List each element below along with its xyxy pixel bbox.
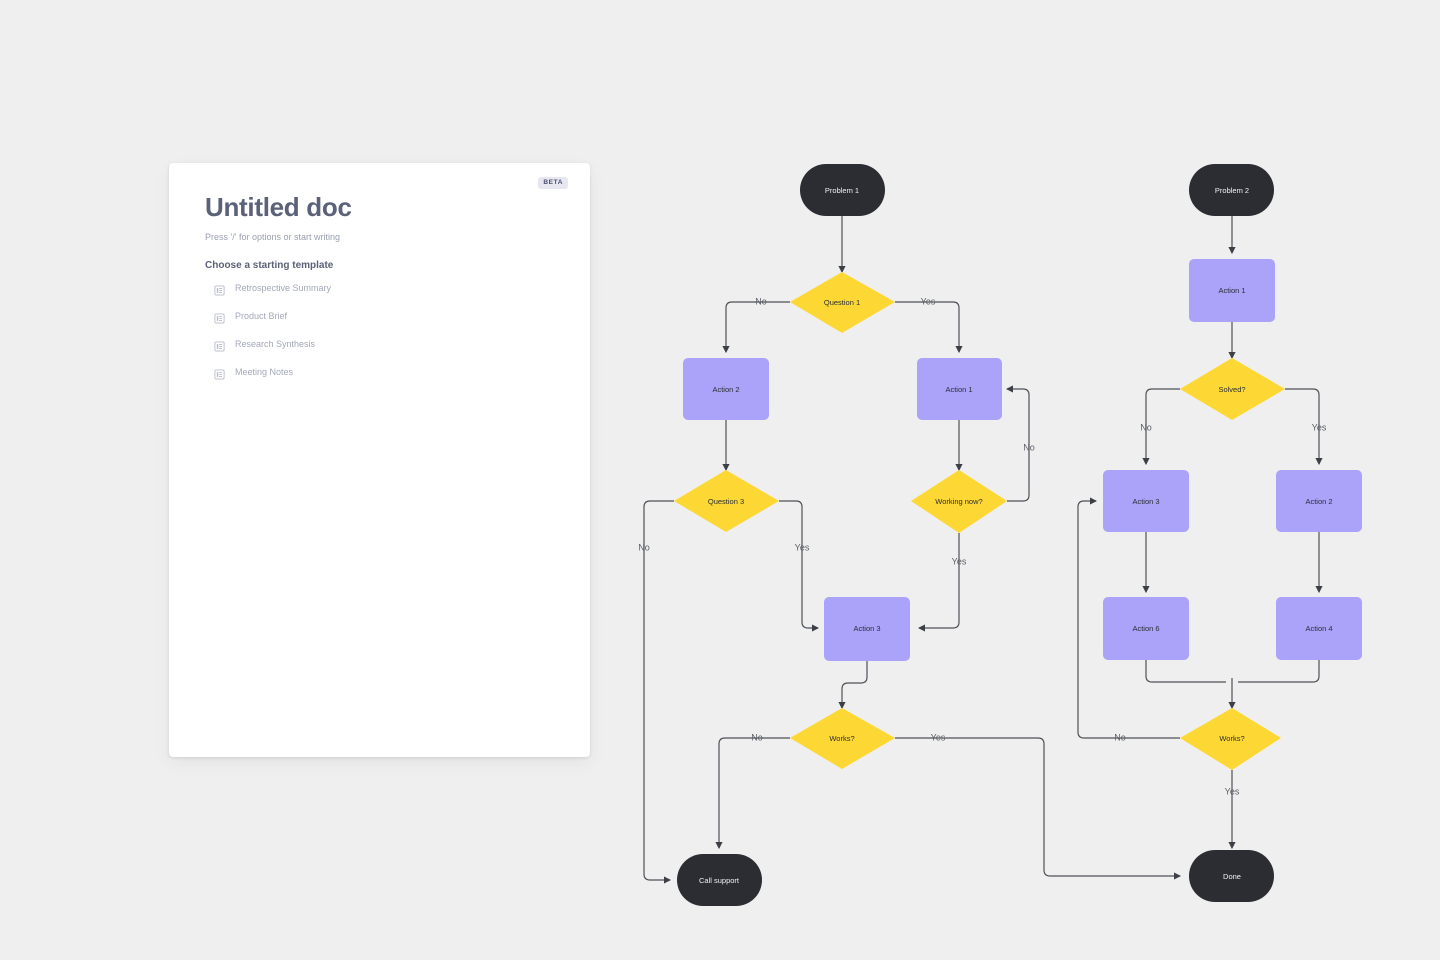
document-panel: BETA Untitled doc Press '/' for options … [169, 163, 590, 757]
edge-solved-no-to-action3 [1142, 388, 1180, 466]
edge-action3-to-works [838, 661, 868, 710]
edge-label-solved-no: No [1140, 422, 1152, 432]
edge-label-question3-no: No [638, 542, 650, 552]
node-right-works[interactable]: Works? [1180, 708, 1281, 770]
edge-question1-no-to-action2 [722, 301, 790, 354]
template-item-meeting-notes[interactable]: Meeting Notes [214, 366, 560, 380]
edge-action6-to-works [1145, 660, 1226, 683]
edge-label-right-works-no: No [1114, 732, 1126, 742]
document-icon [214, 283, 225, 296]
template-item-label: Product Brief [235, 310, 288, 321]
node-solved[interactable]: Solved? [1180, 358, 1285, 420]
edge-action4-to-works [1238, 660, 1320, 683]
node-right-action-3[interactable]: Action 3 [1103, 470, 1189, 532]
edge-label-workingnow-yes: Yes [952, 556, 967, 566]
edge-label-right-works-yes: Yes [1225, 786, 1240, 796]
left-flow-edges: No Yes No Yes No Yes No Yes [638, 216, 1182, 884]
node-action-4[interactable]: Action 4 [1276, 597, 1362, 660]
edge-works-no-to-callsupport [715, 737, 790, 850]
edge-label-solved-yes: Yes [1312, 422, 1327, 432]
document-title[interactable]: Untitled doc [205, 192, 352, 222]
node-action-1[interactable]: Action 1 [917, 358, 1002, 420]
document-icon [214, 339, 225, 352]
edge-works-yes-to-done [895, 737, 1182, 880]
node-action-3[interactable]: Action 3 [824, 597, 910, 661]
node-done[interactable]: Done [1189, 850, 1274, 902]
template-item-label: Research Synthesis [235, 338, 316, 349]
node-question-1[interactable]: Question 1 [790, 272, 895, 333]
document-placeholder-hint[interactable]: Press '/' for options or start writing [205, 231, 340, 242]
right-flow-edges: No Yes No Yes [1077, 216, 1327, 850]
document-icon [214, 311, 225, 324]
template-item-research-synthesis[interactable]: Research Synthesis [214, 338, 560, 352]
node-working-now[interactable]: Working now? [911, 470, 1007, 533]
edge-question3-yes-to-action3 [779, 500, 820, 632]
document-body: Untitled doc Press '/' for options or st… [205, 192, 560, 395]
edge-workingnow-no-to-action1 [1005, 385, 1030, 502]
template-item-retrospective-summary[interactable]: Retrospective Summary [214, 282, 560, 296]
edge-label-works-yes: Yes [931, 732, 946, 742]
node-call-support[interactable]: Call support [677, 854, 762, 906]
beta-badge: BETA [538, 177, 568, 189]
node-right-action-2[interactable]: Action 2 [1276, 470, 1362, 532]
node-problem-1[interactable]: Problem 1 [800, 164, 885, 216]
edge-solved-yes-to-action2 [1285, 388, 1323, 466]
left-flow-nodes: Problem 1 Question 1 Action 2 Action 1 Q… [674, 164, 1007, 906]
template-item-label: Retrospective Summary [235, 282, 332, 293]
node-problem-2[interactable]: Problem 2 [1189, 164, 1274, 216]
edge-label-question1-no: No [755, 296, 767, 306]
template-section-heading: Choose a starting template [205, 259, 334, 271]
edge-label-question1-yes: Yes [921, 296, 936, 306]
edge-label-workingnow-no: No [1023, 442, 1035, 452]
edge-question1-yes-to-action1 [895, 301, 963, 354]
edge-label-works-no: No [751, 732, 763, 742]
document-icon [214, 367, 225, 380]
template-item-label: Meeting Notes [235, 366, 294, 377]
template-item-product-brief[interactable]: Product Brief [214, 310, 560, 324]
node-action-6[interactable]: Action 6 [1103, 597, 1189, 660]
edge-label-question3-yes: Yes [795, 542, 810, 552]
node-works[interactable]: Works? [790, 708, 895, 769]
node-question-3[interactable]: Question 3 [674, 470, 779, 532]
edge-question3-no-to-callsupport [643, 500, 674, 884]
node-right-action-1[interactable]: Action 1 [1189, 259, 1275, 322]
node-action-2[interactable]: Action 2 [683, 358, 769, 420]
edge-works-no-to-action3 [1077, 497, 1180, 739]
edge-workingnow-yes-to-action3 [917, 533, 960, 632]
